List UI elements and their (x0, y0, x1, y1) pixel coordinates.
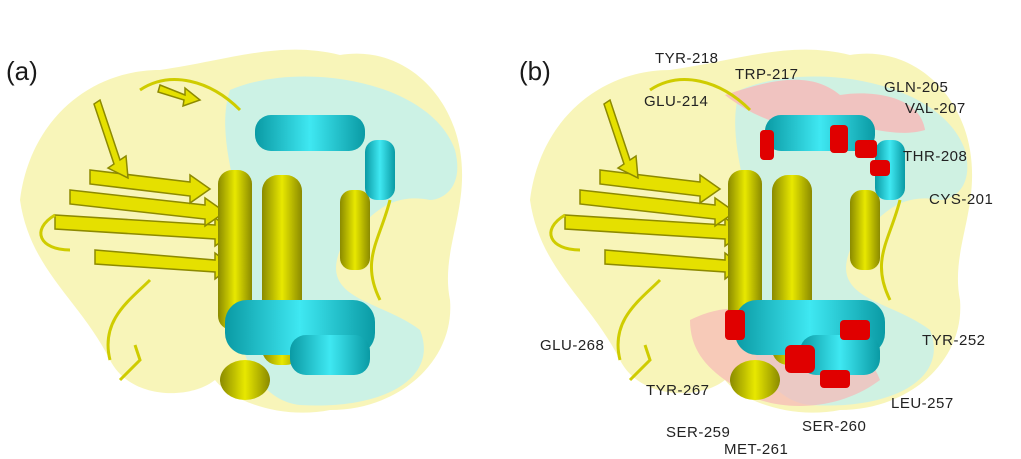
residue-label: VAL-207 (905, 100, 966, 117)
residue-label: SER-259 (666, 424, 731, 441)
residue-label: THR-208 (903, 148, 968, 165)
residue-label: LEU-257 (891, 395, 954, 412)
protein-structure-b (530, 49, 973, 413)
loops-a (39, 78, 392, 382)
residue-label: TRP-217 (735, 66, 799, 83)
residue-label: GLU-268 (540, 337, 605, 354)
residue-label: GLU-214 (644, 93, 709, 110)
residue-label: GLN-205 (884, 79, 949, 96)
red-highlights-b (725, 125, 890, 388)
helices-a (218, 115, 395, 400)
residue-label: SER-260 (802, 418, 867, 435)
residue-label: MET-261 (724, 441, 789, 458)
panel-b-label: (b) (519, 56, 551, 86)
protein-structure-a (20, 49, 463, 413)
residue-label: TYR-218 (655, 50, 719, 67)
residue-label: TYR-267 (646, 382, 710, 399)
panel-a-label: (a) (6, 56, 38, 86)
residue-label: CYS-201 (929, 191, 994, 208)
helices-b (728, 115, 905, 400)
beta-sheet-a (54, 83, 237, 281)
loops-b (549, 78, 902, 382)
residue-label: TYR-252 (922, 332, 986, 349)
